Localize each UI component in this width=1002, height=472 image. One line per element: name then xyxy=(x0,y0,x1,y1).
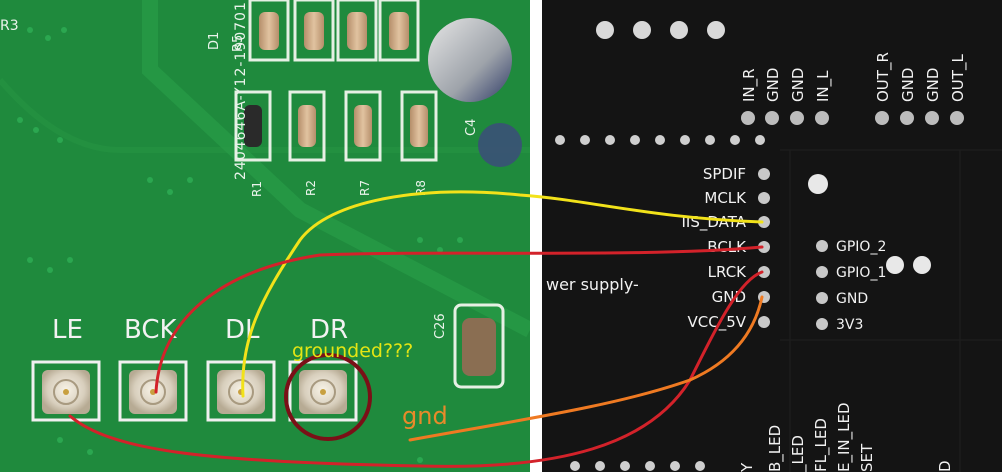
top-pin-labels: IN_R GND GND IN_L OUT_R GND GND OUT_L xyxy=(740,52,968,102)
top-pin-in-r: IN_R xyxy=(740,68,759,102)
image-separator xyxy=(530,0,542,472)
wire-yellow xyxy=(241,190,764,398)
top-resistors xyxy=(248,0,420,62)
top-pin-out-l: OUT_L xyxy=(949,54,968,102)
pad-bck xyxy=(118,360,188,422)
gnd-note-text: gnd xyxy=(402,402,448,430)
top-pin-gnd-1: GND xyxy=(764,68,782,102)
wire-orange-gnd xyxy=(408,295,764,442)
right-pcb: IN_R GND GND IN_L OUT_R GND GND OUT_L SP… xyxy=(542,0,1002,472)
board-part-number: 2404646A-Y12-190701 xyxy=(233,1,249,180)
bottom-pin-fl-led: FL_LED xyxy=(812,418,831,472)
dr-circle-marker xyxy=(284,353,372,441)
bottom-pin-y: Y xyxy=(738,462,756,472)
wire-red-le xyxy=(68,270,764,468)
pin-label-gpio-2: GPIO_2 xyxy=(836,239,886,255)
pin-label-3v3: 3V3 xyxy=(836,317,863,333)
power-supply-text: wer supply- xyxy=(546,275,639,294)
pin-label-lrck: LRCK xyxy=(708,263,748,281)
top-pin-gnd-2: GND xyxy=(789,68,807,102)
ref-c4: C4 xyxy=(464,119,479,136)
wire-red-bck xyxy=(154,245,764,394)
pad-label-bck: BCK xyxy=(124,315,178,345)
ref-r5: R5 xyxy=(231,35,246,52)
pin-label-gpio-1: GPIO_1 xyxy=(836,265,886,281)
right-pin-labels: GPIO_2 GPIO_1 GND 3V3 xyxy=(836,239,886,333)
bottom-pin-set: SET xyxy=(858,443,876,472)
pad-label-le: LE xyxy=(52,315,83,345)
ref-r3: R3 xyxy=(0,18,19,34)
ref-r1: R1 xyxy=(250,181,264,197)
top-pin-out-r: OUT_R xyxy=(874,52,893,102)
capacitor-c26 xyxy=(453,303,505,389)
bottom-pin-labels: Y B_LED _LED FL_LED E_IN_LED SET D xyxy=(738,402,954,472)
pad-le xyxy=(31,360,101,422)
annotation-wires xyxy=(68,190,764,468)
pad-dl xyxy=(206,360,276,422)
bottom-pin-e-in-led: E_IN_LED xyxy=(835,402,854,472)
pin-label-vcc-5v: VCC_5V xyxy=(687,313,746,332)
bottom-pin-led: _LED xyxy=(789,435,808,472)
top-pin-in-l: IN_L xyxy=(814,70,833,102)
left-pcb: R3 D1 R5 R1 R2 R7 R8 C4 C26 2404646A-Y12… xyxy=(0,0,534,472)
left-pin-labels: SPDIF MCLK IIS_DATA BCLK LRCK GND VCC_5V xyxy=(681,165,747,332)
pin-label-bclk: BCLK xyxy=(707,238,747,256)
ref-c26: C26 xyxy=(433,313,448,339)
lower-resistors xyxy=(234,90,438,162)
pin-label-gnd-right: GND xyxy=(836,291,868,307)
pin-label-mclk: MCLK xyxy=(704,189,747,207)
grounded-question-text: grounded??? xyxy=(292,340,413,362)
electrolytic-capacitor xyxy=(428,18,512,102)
pad-dr xyxy=(288,360,358,422)
bottom-pin-b-led: B_LED xyxy=(766,425,785,472)
ref-d1: D1 xyxy=(207,32,222,50)
ref-r2: R2 xyxy=(304,180,318,196)
pad-label-dr: DR xyxy=(310,315,348,345)
bottom-pin-d: D xyxy=(936,460,954,472)
pin-label-spdif: SPDIF xyxy=(703,165,746,183)
top-pin-gnd-3: GND xyxy=(899,68,917,102)
top-pin-gnd-4: GND xyxy=(924,68,942,102)
ref-r7: R7 xyxy=(358,180,372,196)
